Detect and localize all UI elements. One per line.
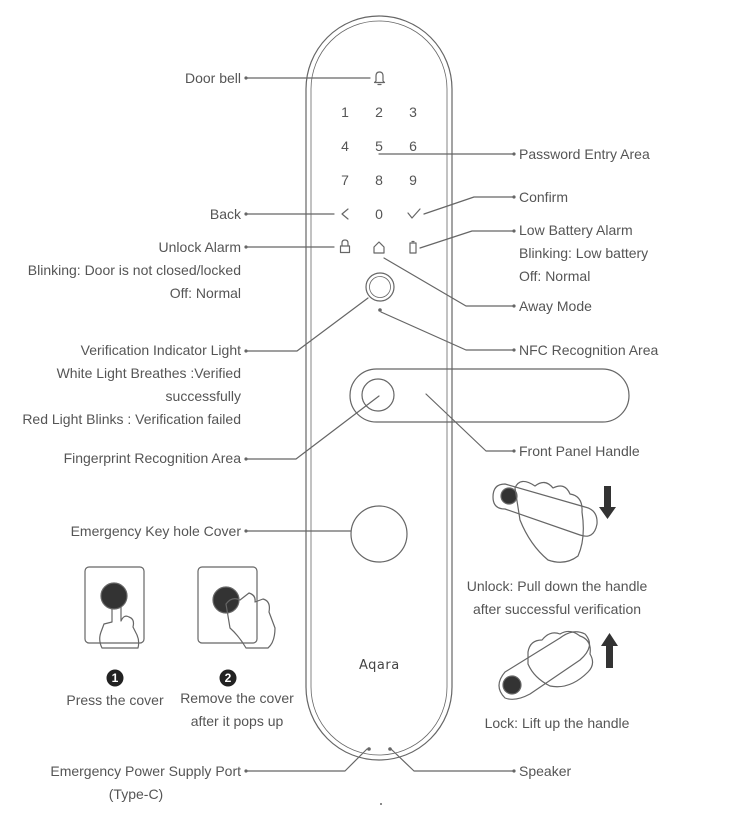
padlock-icon — [339, 239, 351, 254]
label-unlock-alarm-off: Off: Normal — [169, 285, 241, 301]
leader-power-port — [245, 748, 368, 772]
label-speaker: Speaker — [519, 763, 572, 779]
lock-body-inner — [310, 20, 448, 756]
label-unlock-alarm: Unlock Alarm — [158, 239, 241, 255]
label-confirm: Confirm — [519, 189, 569, 205]
unlock-handle-button — [500, 487, 518, 505]
key-2: 2 — [375, 104, 383, 120]
lock-handle-button — [502, 675, 522, 695]
label-low-battery: Low Battery Alarm — [519, 222, 633, 238]
back-icon — [341, 208, 349, 220]
key-4: 4 — [341, 138, 349, 154]
step1-number: 1 — [111, 671, 119, 685]
leader-fingerprint — [245, 395, 380, 460]
step2-hand — [225, 592, 276, 649]
label-power-port-2: (Type-C) — [108, 786, 164, 802]
label-low-battery-blink: Blinking: Low battery — [519, 245, 649, 261]
label-verification-red: Red Light Blinks : Verification failed — [22, 411, 241, 427]
home-icon — [373, 241, 385, 254]
key-5: 5 — [375, 138, 383, 154]
emergency-keyhole-cover — [350, 505, 408, 563]
key-0: 0 — [375, 206, 383, 222]
unlock-handle-illustration — [492, 483, 598, 537]
leader-handle — [425, 393, 515, 452]
bottom-dot — [380, 803, 382, 805]
leader-away-mode — [383, 257, 515, 307]
pull-down-arrow — [599, 486, 616, 519]
front-panel-handle — [349, 368, 630, 423]
label-step2-1: Remove the cover — [180, 690, 294, 706]
port-dot — [367, 747, 371, 751]
step2-cover — [212, 586, 240, 614]
lock-body-outline — [305, 15, 453, 761]
step1-panel — [84, 566, 145, 644]
leader-confirm — [423, 196, 515, 215]
lift-up-arrow — [601, 633, 618, 668]
label-door-bell: Door bell — [184, 70, 241, 86]
leader-nfc — [380, 311, 515, 351]
aqara-logo: Aqara — [359, 658, 400, 673]
key-1: 1 — [341, 104, 349, 120]
leader-verification — [245, 297, 369, 352]
step2-panel — [197, 566, 258, 644]
label-emergency-keyhole: Emergency Key hole Cover — [70, 523, 241, 539]
leader-speaker — [390, 748, 515, 772]
step1-cover — [100, 582, 128, 610]
label-verification-white-1: White Light Breathes :Verified — [56, 365, 241, 381]
label-verification-white-2: successfully — [165, 388, 241, 404]
key-7: 7 — [341, 172, 349, 188]
label-step2-2: after it pops up — [190, 713, 284, 729]
label-verification-light: Verification Indicator Light — [80, 342, 241, 358]
verification-indicator-light — [365, 272, 395, 302]
key-9: 9 — [409, 172, 417, 188]
verification-indicator-inner — [369, 276, 391, 298]
nfc-dot — [378, 308, 382, 312]
label-fingerprint-area: Fingerprint Recognition Area — [63, 450, 241, 466]
label-unlock-2: after successful verification — [472, 601, 642, 617]
bell-icon — [373, 71, 386, 86]
speaker-dot — [388, 747, 392, 751]
label-lock: Lock: Lift up the handle — [484, 715, 630, 731]
label-password-area: Password Entry Area — [519, 146, 650, 162]
label-back: Back — [209, 206, 241, 222]
lock-handle-illustration — [498, 631, 591, 700]
label-unlock-alarm-blink: Blinking: Door is not closed/locked — [27, 262, 241, 278]
fingerprint-sensor — [361, 378, 395, 412]
key-6: 6 — [409, 138, 417, 154]
unlock-hand — [514, 480, 584, 563]
leader-low-battery — [419, 230, 515, 249]
check-icon — [407, 208, 421, 219]
step2-number-disc — [219, 669, 237, 687]
label-unlock-1: Unlock: Pull down the handle — [466, 578, 648, 594]
step2-number: 2 — [224, 671, 232, 685]
label-power-port-1: Emergency Power Supply Port — [50, 763, 241, 779]
label-away-mode: Away Mode — [519, 298, 592, 314]
key-3: 3 — [409, 104, 417, 120]
battery-icon — [409, 240, 417, 254]
label-front-handle: Front Panel Handle — [519, 443, 640, 459]
step1-number-disc — [106, 669, 124, 687]
label-step1: Press the cover — [66, 692, 164, 708]
label-low-battery-off: Off: Normal — [519, 268, 591, 284]
key-8: 8 — [375, 172, 383, 188]
lock-hand — [527, 630, 594, 688]
label-nfc-area: NFC Recognition Area — [519, 342, 659, 358]
